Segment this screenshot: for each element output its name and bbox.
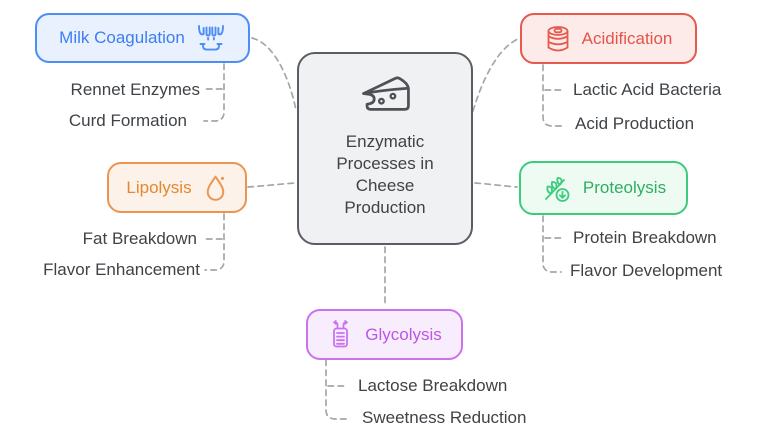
sublabel-sweetness-reduction[interactable]: Sweetness Reduction xyxy=(362,408,527,427)
connector-glycolysis-children xyxy=(325,359,350,420)
central-node[interactable]: Enzymatic Processes in Cheese Production xyxy=(297,52,473,245)
node-proteolysis[interactable]: Proteolysis xyxy=(519,161,688,215)
node-acidification-label: Acidification xyxy=(581,28,673,48)
sublabel-lactic-acid-bacteria[interactable]: Lactic Acid Bacteria xyxy=(573,80,722,99)
node-glycolysis-label: Glycolysis xyxy=(365,324,442,344)
node-proteolysis-label: Proteolysis xyxy=(582,178,667,197)
connector-lipolysis-children xyxy=(204,213,225,271)
sublabel-flavor-development[interactable]: Flavor Development xyxy=(570,261,723,280)
node-glycolysis[interactable]: Glycolysis xyxy=(306,309,463,360)
fermentation-tank-icon xyxy=(327,319,354,350)
sublabel-flavor-enhancement[interactable]: Flavor Enhancement xyxy=(43,260,200,279)
connector-milk-children xyxy=(203,63,225,122)
connector-proteolysis-to-center xyxy=(474,182,518,188)
sublabel-acid-production[interactable]: Acid Production xyxy=(575,114,695,133)
sublabel-protein-breakdown[interactable]: Protein Breakdown xyxy=(573,228,717,247)
sublabel-fat-breakdown[interactable]: Fat Breakdown xyxy=(82,229,197,248)
cheese-icon xyxy=(356,72,414,123)
node-lipolysis-label: Lipolysis xyxy=(126,177,192,197)
connector-acid-children xyxy=(542,64,566,127)
connector-lipolysis-to-center xyxy=(247,182,296,188)
node-lipolysis[interactable]: Lipolysis xyxy=(107,162,247,213)
wheat-arrow-down-icon xyxy=(541,173,572,204)
node-milk-coagulation-label: Milk Coagulation xyxy=(59,28,185,47)
connector-acid-to-center xyxy=(472,38,519,112)
milking-machine-icon xyxy=(196,24,226,52)
barrel-icon xyxy=(545,24,571,54)
central-title-line: Enzymatic xyxy=(345,132,425,151)
sublabel-curd-formation[interactable]: Curd Formation xyxy=(68,111,187,130)
central-title-line: Processes in xyxy=(336,154,434,173)
droplet-icon xyxy=(203,173,228,202)
connector-proteolysis-children xyxy=(542,215,562,273)
sublabel-rennet-enzymes[interactable]: Rennet Enzymes xyxy=(70,80,200,99)
node-acidification[interactable]: Acidification xyxy=(520,13,697,64)
sublabel-lactose-breakdown[interactable]: Lactose Breakdown xyxy=(358,376,508,395)
node-milk-coagulation[interactable]: Milk Coagulation xyxy=(35,13,250,63)
central-title-line: Cheese xyxy=(355,176,415,195)
connector-milk-to-center xyxy=(251,37,297,111)
central-title-line: Production xyxy=(344,198,426,217)
